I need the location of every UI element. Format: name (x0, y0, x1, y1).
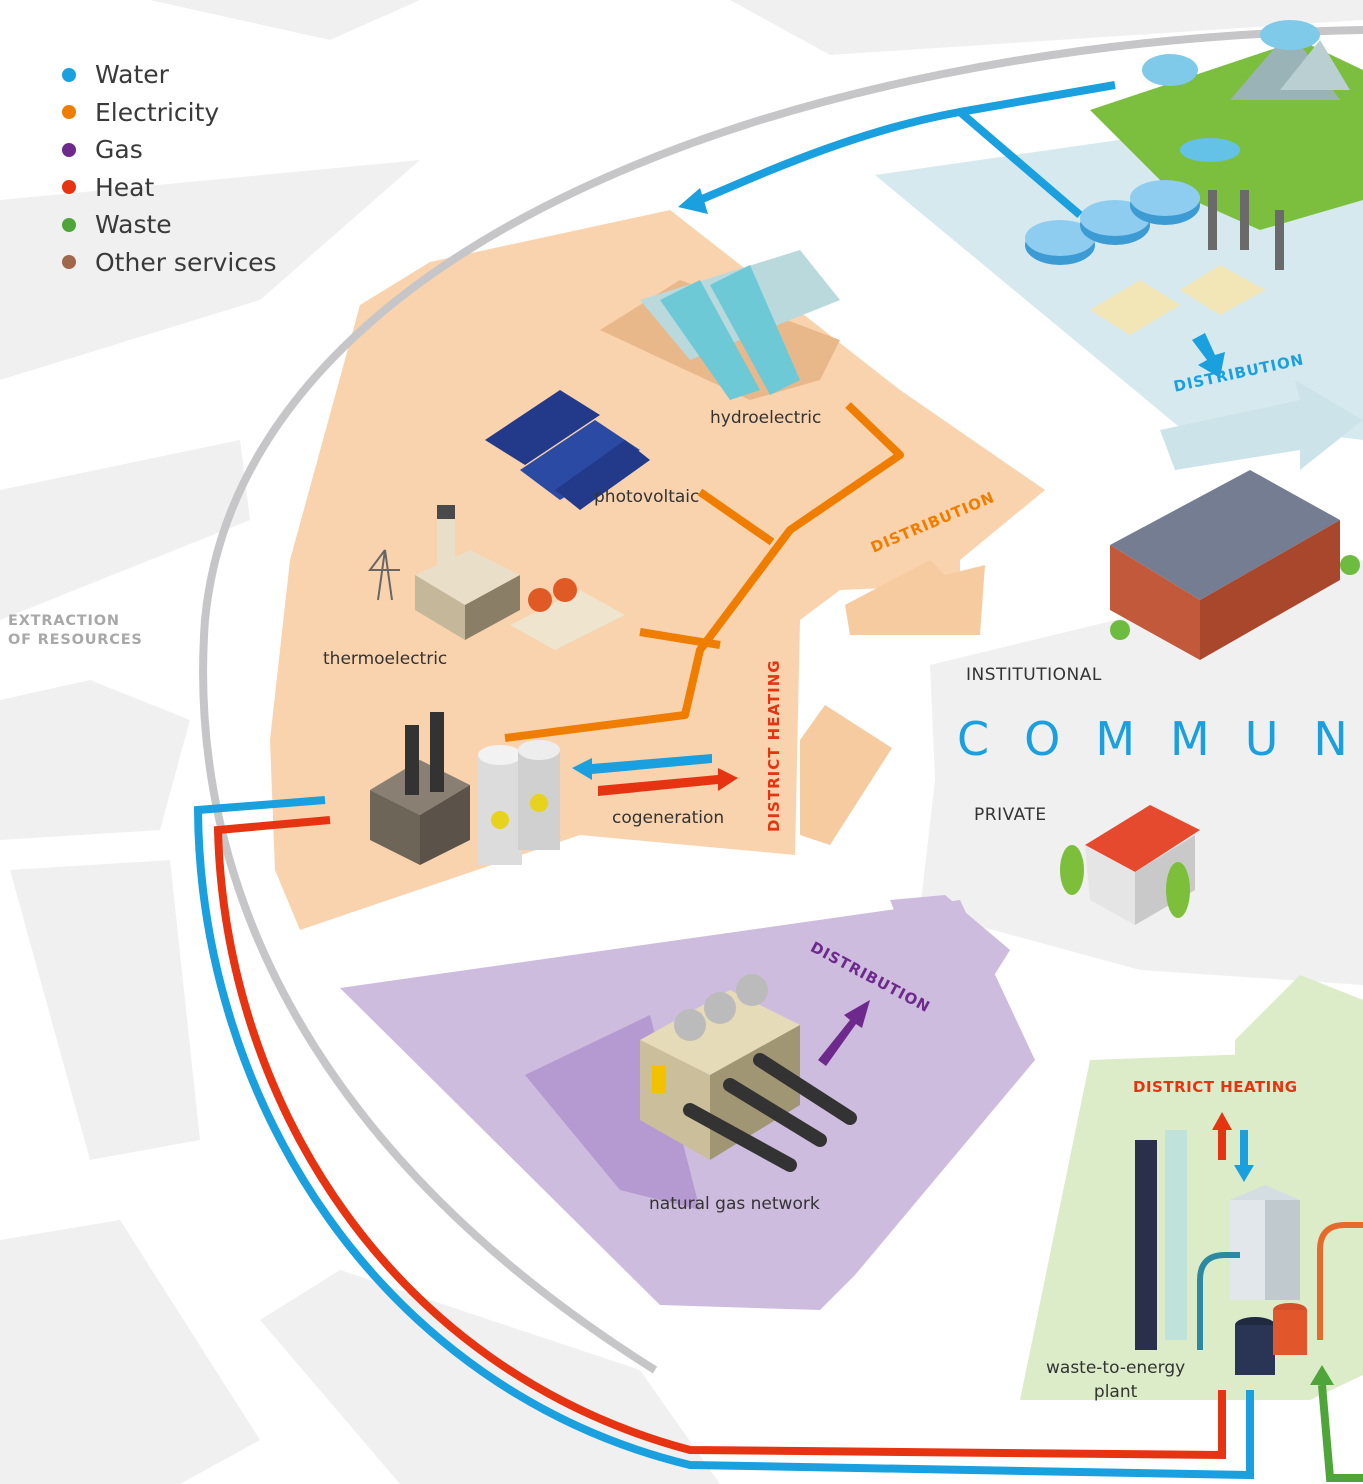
private-label: PRIVATE (974, 805, 1047, 825)
gas-arrow (890, 895, 1010, 990)
hydroelectric-dam-icon (600, 250, 840, 400)
extraction-line-2: OF RESOURCES (8, 632, 143, 648)
water-line-top-arc (698, 108, 961, 204)
legend-item-water: Water (62, 56, 277, 94)
waste-to-energy-label: waste-to-energy plant (1046, 1356, 1185, 1404)
legend: Water Electricity Gas Heat Waste Other s… (62, 56, 277, 281)
waste-loop (1318, 1384, 1363, 1482)
waste-heat-down-arrow (1234, 1130, 1254, 1182)
thermoelectric-plant-icon (368, 505, 625, 650)
thermoelectric-label: thermoelectric (323, 649, 448, 669)
extraction-label: EXTRACTION OF RESOURCES (8, 612, 143, 650)
legend-dot (62, 105, 76, 120)
legend-item-electricity: Electricity (62, 94, 277, 132)
legend-dot (62, 255, 76, 270)
water-loop (193, 796, 1254, 1480)
legend-label: Electricity (95, 97, 220, 127)
solar-panel-icon (485, 390, 650, 510)
photovoltaic-label: photovoltaic (594, 487, 700, 507)
waste-arrow-head (1310, 1365, 1334, 1385)
district-heating-vertical-label: DISTRICT HEATING (765, 659, 783, 832)
cogeneration-plant-icon (370, 712, 560, 865)
legend-dot (62, 217, 76, 232)
extraction-line-1: EXTRACTION (8, 613, 120, 629)
extraction-arc (199, 26, 1363, 1374)
waste-zone (1020, 1050, 1363, 1400)
water-distribution-arrow (1160, 380, 1363, 470)
institutional-label: INSTITUTIONAL (966, 665, 1102, 685)
waste-heat-up-arrow (1212, 1112, 1232, 1160)
legend-label: Water (95, 60, 169, 90)
gas-compressor-icon (640, 974, 857, 1172)
legend-item-waste: Waste (62, 206, 277, 244)
legend-item-gas: Gas (62, 131, 277, 169)
cogeneration-label: cogeneration (612, 808, 725, 828)
gas-dist-arrow (818, 1000, 870, 1066)
community-title: COMMUN (957, 712, 1363, 766)
electricity-network (504, 402, 904, 742)
heat-loop (213, 816, 1226, 1460)
legend-dot (62, 180, 76, 195)
water-treatment-plant-icon (1025, 180, 1284, 335)
legend-label: Other services (95, 247, 277, 277)
institutional-building-icon (1110, 470, 1360, 660)
cogen-red-arrow (598, 768, 738, 796)
electricity-zone (270, 210, 1045, 930)
legend-item-heat: Heat (62, 169, 277, 207)
legend-label: Gas (95, 135, 143, 165)
hydroelectric-label: hydroelectric (710, 408, 822, 428)
waste-arrow (1235, 975, 1363, 1060)
legend-item-other: Other services (62, 244, 277, 282)
water-dist-arrow (1192, 333, 1225, 378)
legend-dot (62, 67, 76, 82)
waste-to-energy-plant-icon (1135, 1130, 1363, 1375)
district-heating-waste-label: DISTRICT HEATING (1133, 1078, 1298, 1096)
legend-dot (62, 142, 76, 157)
legend-label: Heat (95, 172, 155, 202)
mountain-landscape-icon (1090, 20, 1363, 230)
water-arrow-head (678, 188, 708, 214)
waste-label-line-2: plant (1093, 1382, 1138, 1402)
natural-gas-network-label: natural gas network (649, 1194, 820, 1214)
waste-label-line-1: waste-to-energy (1046, 1358, 1186, 1378)
electricity-arrow-2 (800, 705, 892, 845)
legend-label: Waste (95, 210, 172, 240)
house-icon (1060, 805, 1200, 925)
electricity-arrow-1 (845, 560, 985, 635)
cogen-blue-arrow (572, 754, 712, 780)
